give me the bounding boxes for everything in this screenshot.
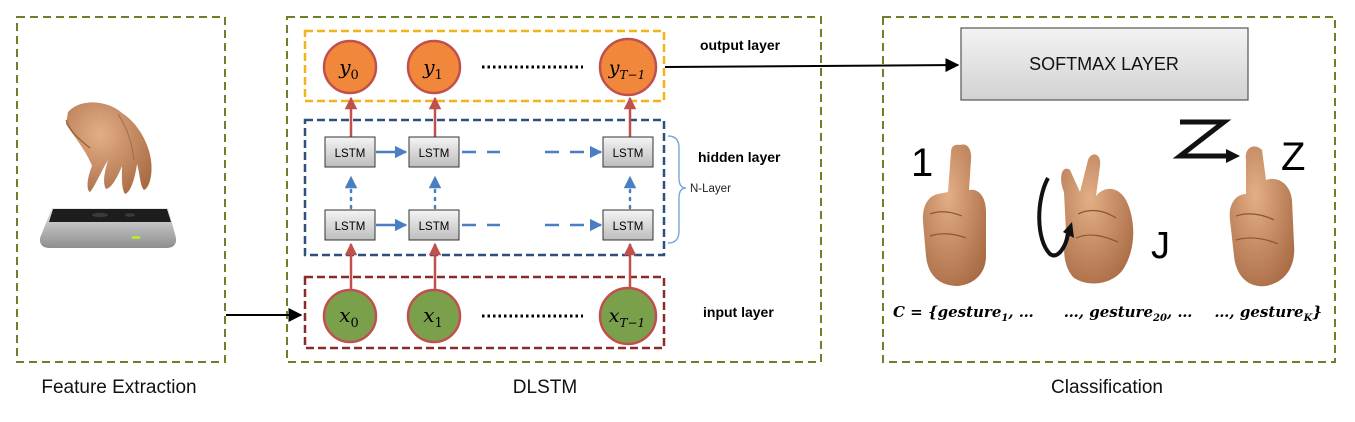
gesture-set-formula: C = {gesture1, ……, gesture20, ……, gestur… bbox=[893, 303, 1322, 324]
input-node-label: xT−1 bbox=[609, 305, 645, 330]
gesture-z-hand: Z bbox=[1172, 119, 1305, 287]
input-node-label: x1 bbox=[423, 303, 443, 331]
stacked-lstm-links bbox=[344, 175, 637, 210]
output-layer-label: output layer bbox=[700, 37, 781, 53]
input-node bbox=[598, 286, 658, 346]
lstm-cell bbox=[602, 209, 654, 241]
output-node bbox=[322, 39, 378, 95]
lstm-cell-label: LSTM bbox=[419, 221, 450, 233]
gesture-label-z: Z bbox=[1281, 135, 1305, 179]
feature-extraction-panel bbox=[16, 16, 226, 363]
output-layer-box bbox=[303, 29, 666, 103]
n-layer-brace bbox=[667, 135, 687, 244]
lstm-cell bbox=[408, 136, 460, 168]
input-nodes: x0 x1 xT−1 bbox=[322, 286, 658, 346]
input-node bbox=[406, 288, 462, 344]
gesture-label-1: 1 bbox=[911, 141, 933, 185]
softmax-layer-label: SOFTMAX LAYER bbox=[1029, 54, 1179, 74]
classification-caption: Classification bbox=[1051, 377, 1163, 398]
j-motion-arrow bbox=[1037, 177, 1070, 258]
dlstm-panel bbox=[286, 16, 822, 363]
recurrent-connections bbox=[376, 145, 603, 232]
input-node bbox=[322, 288, 378, 344]
input-node-label: x0 bbox=[339, 303, 359, 331]
classification-panel bbox=[882, 16, 1336, 363]
lstm-cell bbox=[324, 209, 376, 241]
output-node-label: y0 bbox=[338, 55, 359, 83]
lstm-cell-label: LSTM bbox=[335, 148, 366, 160]
lstm-cell bbox=[324, 136, 376, 168]
dlstm-caption: DLSTM bbox=[513, 377, 577, 398]
hidden-layer-label: hidden layer bbox=[698, 149, 781, 165]
lstm-cells: LSTM LSTM LSTM LSTM LSTM LSTM bbox=[324, 136, 654, 241]
hand-over-sensor-illustration bbox=[39, 102, 177, 248]
hidden-layer-box bbox=[303, 118, 666, 257]
n-layer-label: N-Layer bbox=[690, 183, 731, 195]
lstm-cell-label: LSTM bbox=[613, 221, 644, 233]
gesture-label-j: J bbox=[1151, 225, 1170, 267]
output-node bbox=[406, 39, 462, 95]
output-nodes: y0 y1 yT−1 bbox=[322, 37, 658, 97]
lstm-cell bbox=[602, 136, 654, 168]
output-to-softmax-arrow bbox=[664, 58, 960, 73]
vertical-connections bbox=[344, 96, 637, 292]
z-motion-arrow bbox=[1172, 119, 1232, 159]
gesture-one-hand: 1 bbox=[911, 141, 986, 286]
gesture-j-hand: J bbox=[1037, 154, 1170, 284]
lstm-cell-label: LSTM bbox=[419, 148, 450, 160]
output-node-label: y1 bbox=[422, 55, 443, 83]
output-node bbox=[598, 37, 658, 97]
softmax-layer-box bbox=[960, 27, 1249, 101]
lstm-cell-label: LSTM bbox=[613, 148, 644, 160]
lstm-cell-label: LSTM bbox=[335, 221, 366, 233]
lstm-cell bbox=[408, 209, 460, 241]
output-node-label: yT−1 bbox=[608, 57, 645, 82]
feature-extraction-caption: Feature Extraction bbox=[41, 377, 196, 398]
input-layer-label: input layer bbox=[703, 304, 774, 320]
